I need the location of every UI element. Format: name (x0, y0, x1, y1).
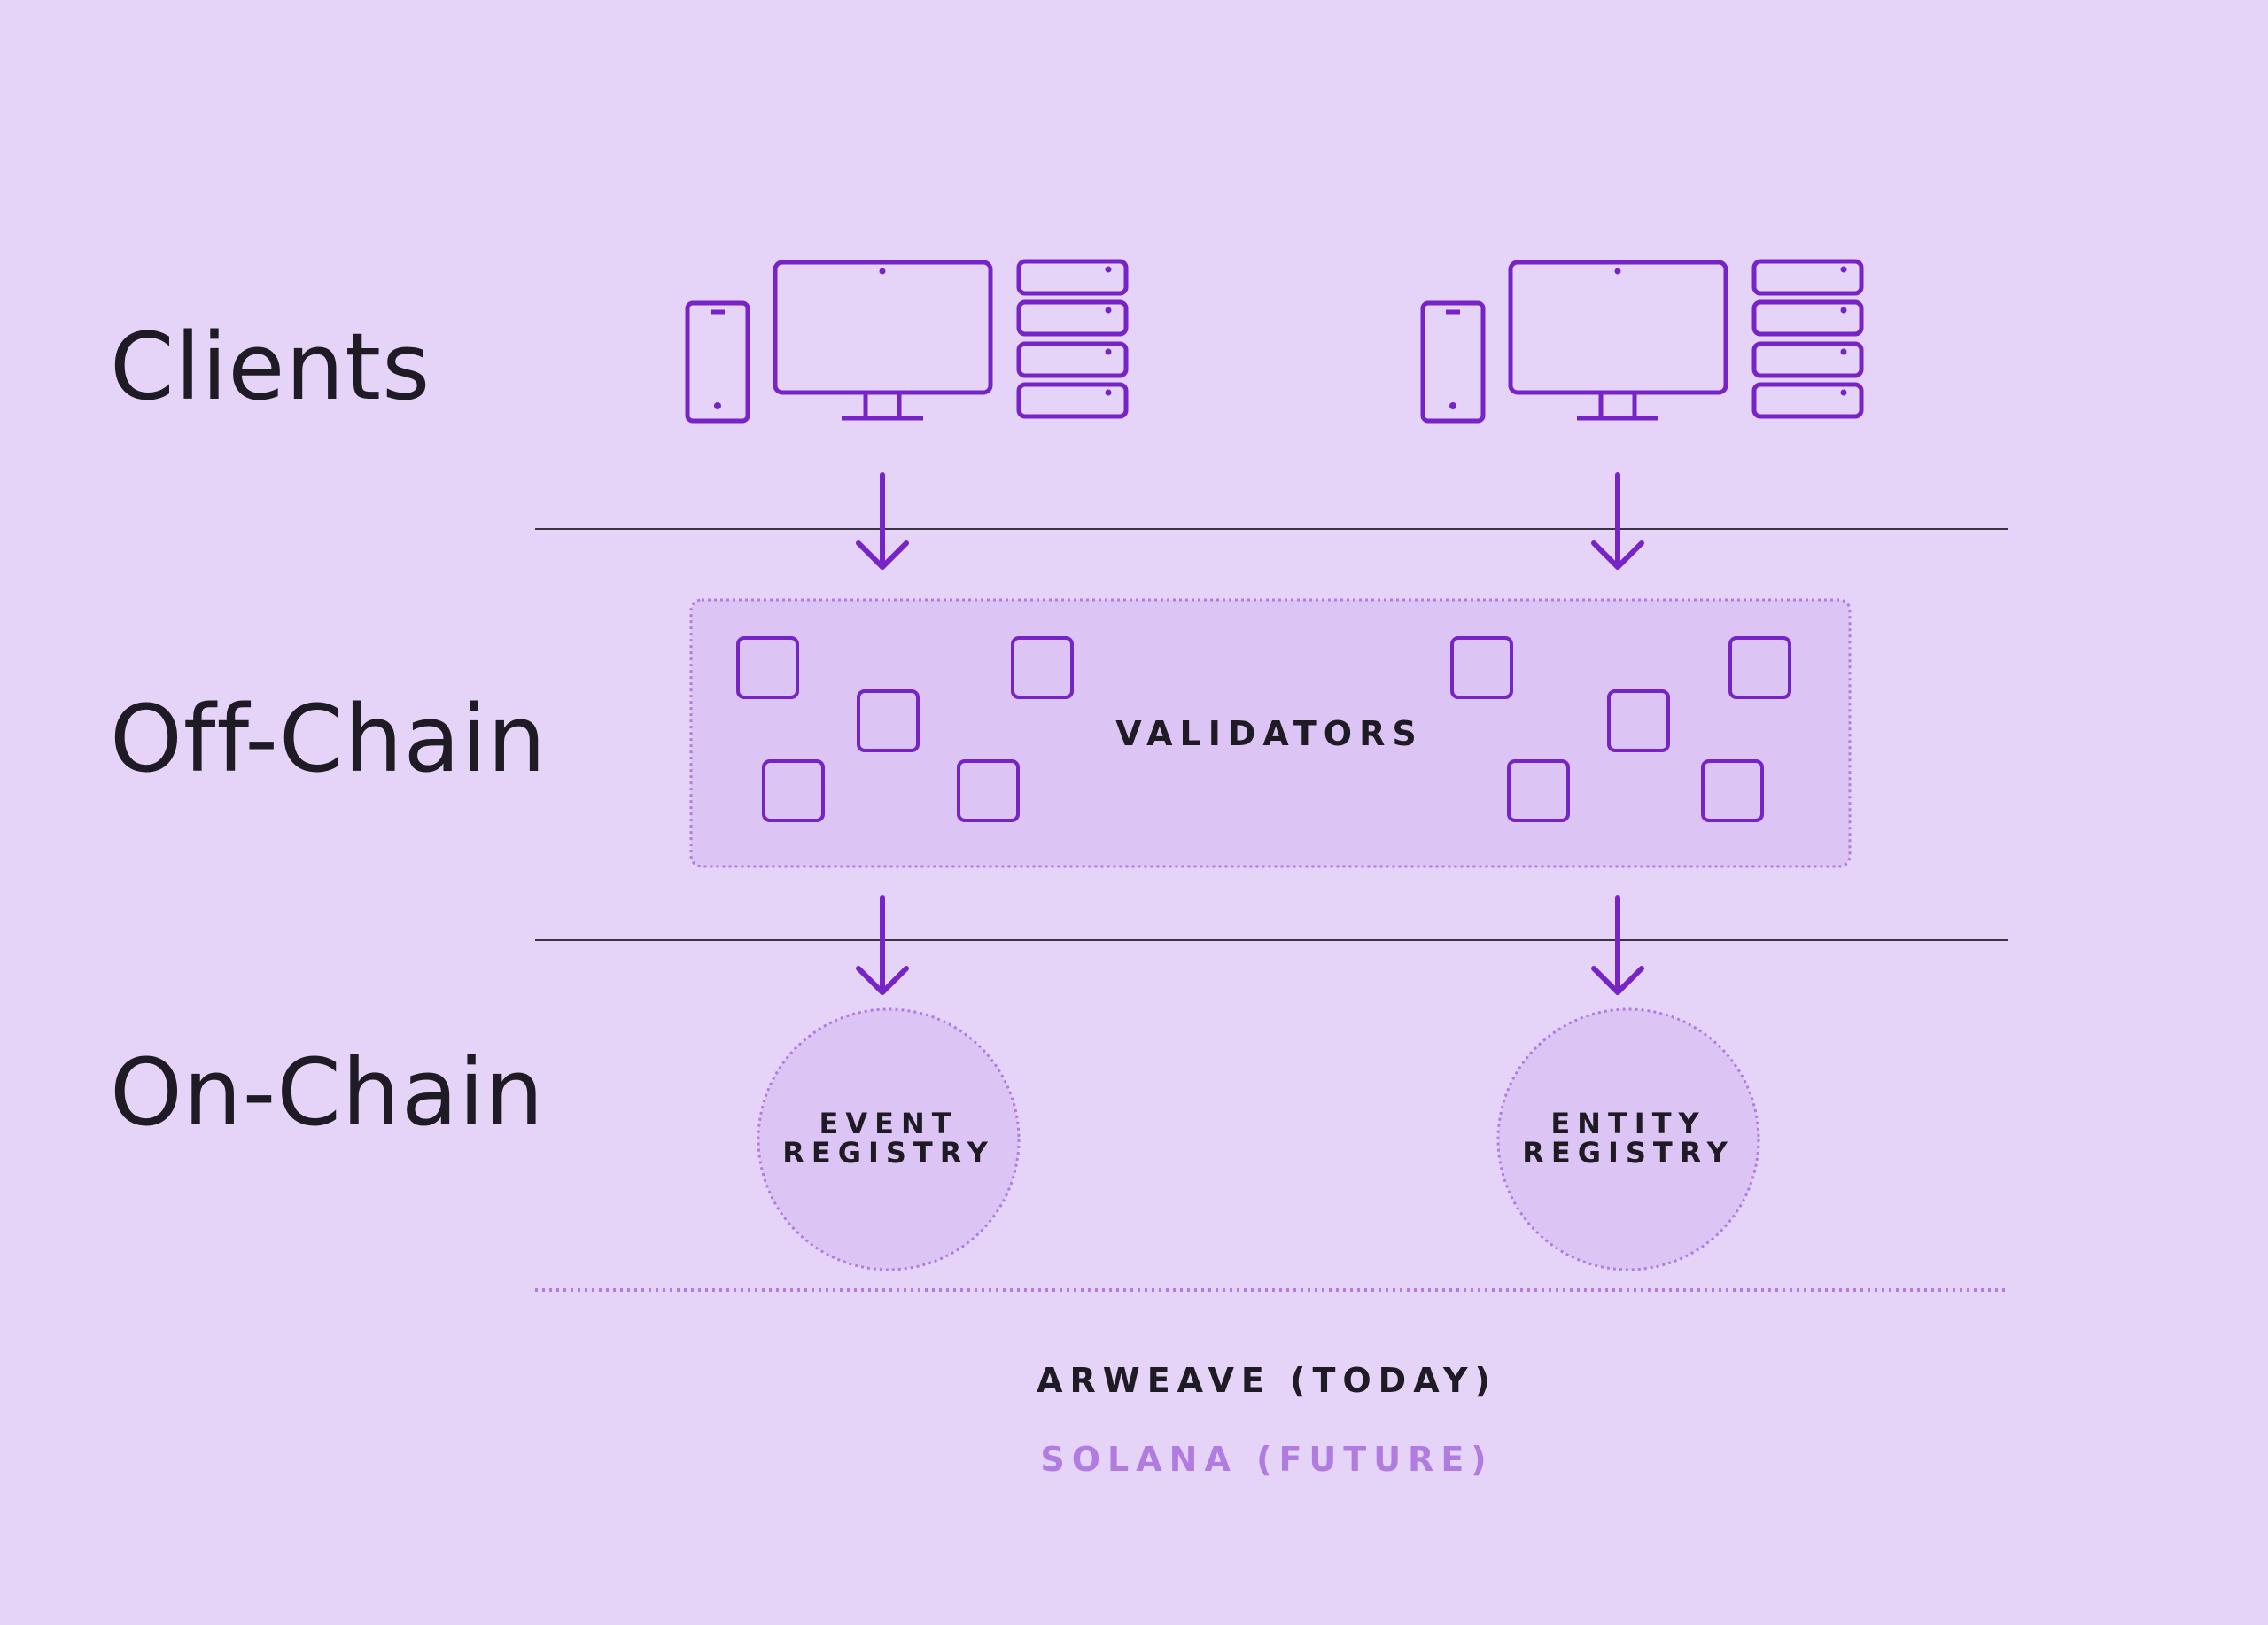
validators-label: VALIDATORS (1115, 714, 1424, 753)
server-rack-icon (1016, 259, 1129, 419)
validator-node-icon (1011, 636, 1074, 699)
validator-node-icon (857, 689, 920, 752)
storage-future-label: SOLANA (FUTURE) (1040, 1440, 1494, 1479)
validator-node-icon (1607, 689, 1670, 752)
validator-node-icon (1507, 759, 1570, 822)
phone-icon (685, 300, 750, 424)
arrow-down-icon (1591, 895, 1644, 995)
server-rack-icon (1751, 259, 1864, 419)
validator-node-icon (736, 636, 799, 699)
entity-registry-label: ENTITY REGISTRY (1513, 1109, 1744, 1168)
tier-label-off-chain: Off-Chain (110, 685, 547, 793)
validator-node-icon (1701, 759, 1764, 822)
event-registry-label: EVENT REGISTRY (773, 1109, 1004, 1168)
arrow-down-icon (1591, 472, 1644, 570)
arrow-down-icon (856, 472, 909, 570)
validators-panel (689, 598, 1852, 868)
monitor-icon (1508, 260, 1728, 421)
event-registry-line2: REGISTRY (782, 1136, 995, 1170)
event-registry-circle (757, 1007, 1021, 1271)
monitor-icon (773, 260, 993, 421)
phone-icon (1420, 300, 1486, 424)
client-group-right (1420, 259, 1864, 424)
storage-today-label: ARWEAVE (TODAY) (1037, 1361, 1497, 1400)
validator-node-icon (1450, 636, 1513, 699)
tier-label-clients: Clients (110, 313, 431, 421)
tier-label-on-chain: On-Chain (110, 1038, 545, 1147)
client-group-left (685, 259, 1129, 424)
validator-node-icon (1728, 636, 1791, 699)
validator-node-icon (762, 759, 825, 822)
entity-registry-circle (1496, 1007, 1760, 1271)
event-registry-line1: EVENT (819, 1107, 959, 1140)
entity-registry-line2: REGISTRY (1522, 1136, 1735, 1170)
validator-node-icon (957, 759, 1020, 822)
arrow-down-icon (856, 895, 909, 995)
entity-registry-line1: ENTITY (1550, 1107, 1706, 1140)
